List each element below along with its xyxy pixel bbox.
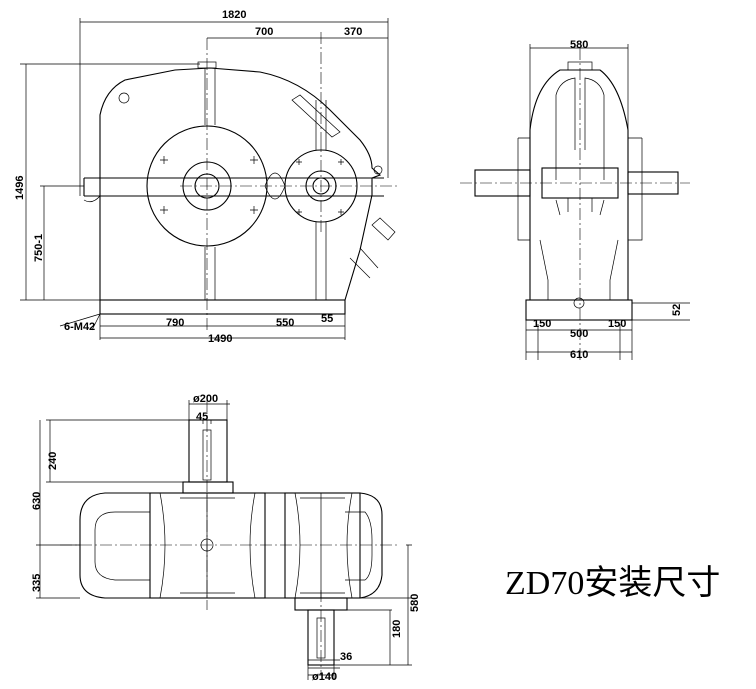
dim-edge: 55 bbox=[321, 313, 333, 325]
dim-foot-a: 150 bbox=[533, 318, 551, 330]
dim-side-width: 580 bbox=[570, 39, 588, 51]
dim-total-height: 1496 bbox=[14, 176, 26, 200]
dim-base-length: 1490 bbox=[208, 333, 232, 345]
dim-bolt-width: 500 bbox=[570, 328, 588, 340]
drawing-title: ZD70安装尺寸 bbox=[505, 565, 721, 602]
dim-input-overall: 630 bbox=[31, 492, 43, 510]
dim-output-len: 180 bbox=[391, 620, 403, 638]
top-view: ø200 45 240 630 335 580 180 36 ø140 bbox=[31, 393, 421, 683]
dim-foot-b: 150 bbox=[608, 318, 626, 330]
dim-bolt-spacing-b: 550 bbox=[276, 317, 294, 329]
dim-output-dia: ø140 bbox=[312, 671, 337, 683]
dim-output-overall: 335 bbox=[31, 574, 43, 592]
dim-input-len: 240 bbox=[47, 452, 59, 470]
dim-bolt-spacing-a: 790 bbox=[166, 317, 184, 329]
dim-foot-height: 52 bbox=[671, 304, 683, 316]
dim-right-overall: 580 bbox=[409, 594, 421, 612]
dim-center-distance: 700 bbox=[255, 26, 273, 38]
dim-key: 45 bbox=[196, 411, 208, 423]
dim-bolts: 6-M42 bbox=[64, 321, 95, 333]
dim-center-height: 750-1 bbox=[33, 234, 45, 262]
dim-total-length: 1820 bbox=[222, 9, 246, 21]
dim-input-dia: ø200 bbox=[193, 393, 218, 405]
front-view: 1820 700 370 1496 750-1 6-M42 790 550 55… bbox=[14, 9, 400, 345]
dim-offset: 370 bbox=[344, 26, 362, 38]
dim-output-key: 36 bbox=[340, 651, 352, 663]
dim-base-width: 610 bbox=[570, 349, 588, 361]
side-view: 580 150 500 150 610 52 bbox=[460, 39, 690, 361]
